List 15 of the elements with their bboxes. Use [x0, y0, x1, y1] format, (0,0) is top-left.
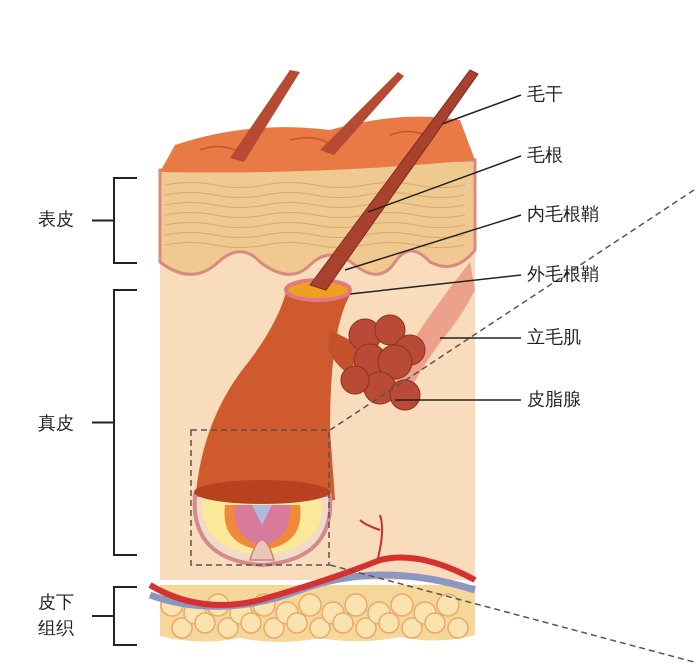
leader-line — [368, 155, 522, 213]
leader-line — [440, 337, 521, 339]
layer-label: 真皮 — [38, 412, 74, 436]
part-label: 皮脂腺 — [527, 389, 581, 411]
leader-line — [350, 274, 522, 295]
part-label: 外毛根鞘 — [527, 264, 599, 286]
layer-label: 表皮 — [38, 208, 74, 232]
leader-line — [395, 399, 521, 401]
part-label: 毛根 — [527, 145, 563, 167]
part-label: 立毛肌 — [527, 327, 581, 349]
part-label: 毛干 — [527, 84, 563, 106]
layer-label: 皮下组织 — [38, 591, 75, 641]
leader-line — [442, 94, 522, 125]
part-label: 内毛根鞘 — [527, 204, 599, 226]
leader-line — [344, 214, 522, 271]
